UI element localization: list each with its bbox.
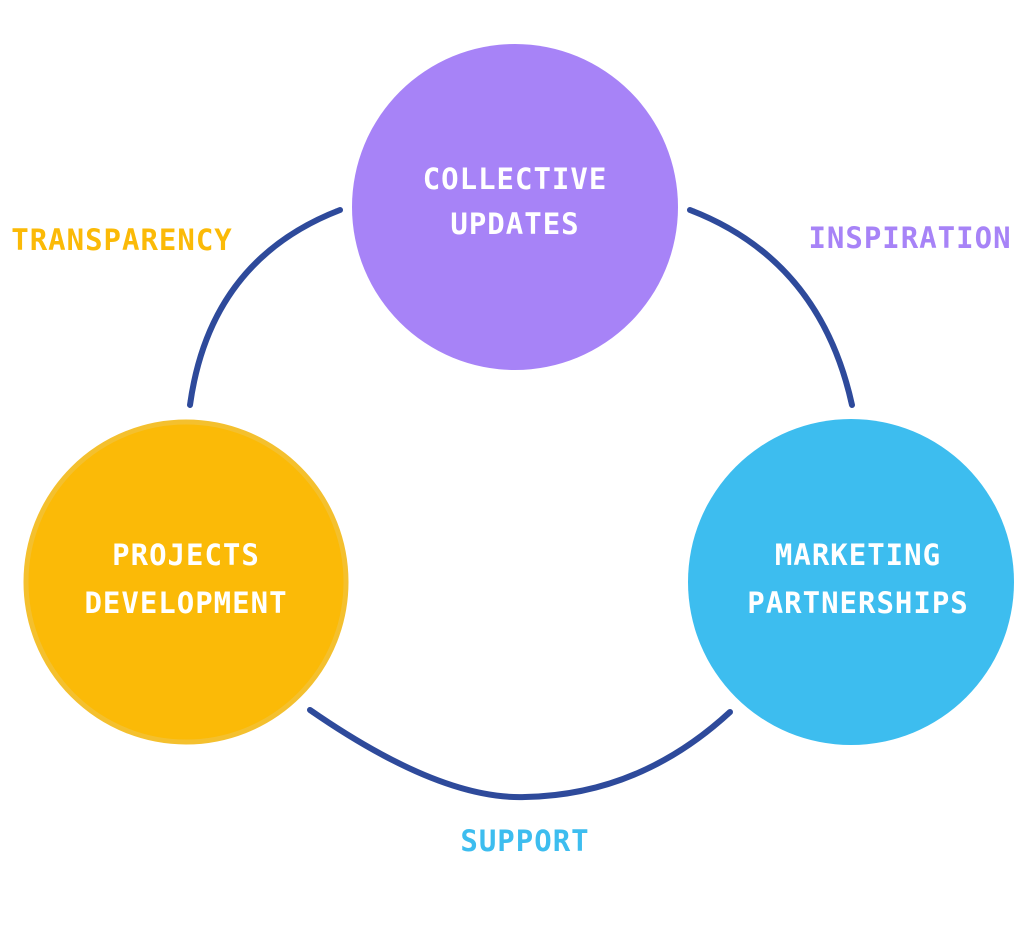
projects-development-label-line1: PROJECTS xyxy=(112,538,260,572)
collective-updates-label-line1: COLLECTIVE xyxy=(423,162,608,196)
marketing-partnerships-label-line2: PARTNERSHIPS xyxy=(747,586,969,620)
marketing-partnerships-label-line1: MARKETING xyxy=(775,538,941,572)
transparency-arrow xyxy=(187,207,343,408)
marketing-partnerships-circle xyxy=(688,419,1014,745)
inspiration-arrow xyxy=(687,207,855,408)
collective-updates-circle xyxy=(352,44,678,370)
support-arrow xyxy=(307,707,733,801)
support-label: SUPPORT xyxy=(460,824,589,858)
transparency-label: TRANSPARENCY xyxy=(11,223,233,257)
node-marketing-partnerships: MARKETING PARTNERSHIPS xyxy=(688,419,1014,745)
projects-development-circle xyxy=(23,419,349,745)
node-projects-development: PROJECTS DEVELOPMENT xyxy=(23,419,349,745)
projects-development-label-line2: DEVELOPMENT xyxy=(84,586,287,620)
node-collective-updates: COLLECTIVE UPDATES xyxy=(352,44,678,370)
collective-updates-label-line2: UPDATES xyxy=(450,207,579,241)
inspiration-label: INSPIRATION xyxy=(808,221,1011,255)
